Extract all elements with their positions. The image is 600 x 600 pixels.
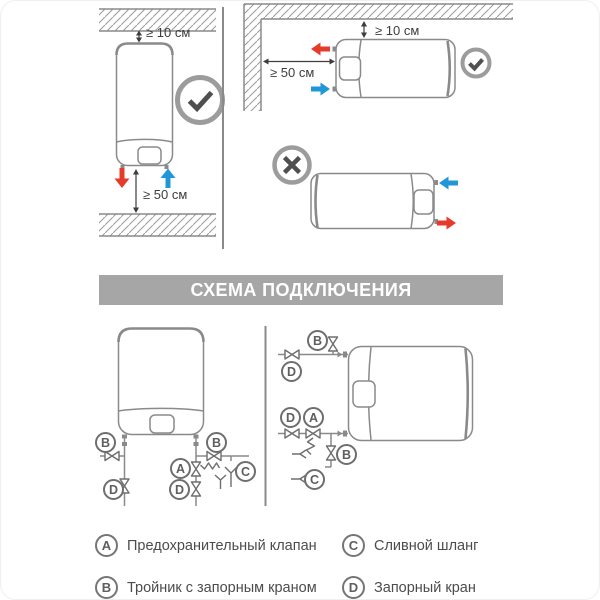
- legend-item-drain-hose: C Сливной шланг: [342, 534, 478, 557]
- water-heater-horizontal-wrong: [310, 172, 438, 230]
- diagram-horizontal-piping: [278, 336, 474, 484]
- cross-icon: [272, 145, 312, 185]
- legend-item-shutoff-valve: D Запорный кран: [342, 576, 476, 599]
- hot-water-arrow-left: [311, 42, 330, 56]
- checkmark-icon: [175, 75, 225, 125]
- callout-d: D: [103, 479, 124, 500]
- callout-d: D: [169, 479, 190, 500]
- callout-d: D: [281, 361, 302, 382]
- legend-label: Запорный кран: [374, 579, 476, 596]
- wall-corner-hatch: [243, 3, 513, 111]
- legend-item-safety-valve: A Предохранительный клапан: [95, 534, 317, 557]
- safety-valve: [190, 461, 227, 489]
- bottom-pipe: [278, 428, 348, 439]
- dimension-arrow-top: [136, 30, 142, 43]
- top-pipe: [278, 336, 348, 360]
- water-heater-horizontal: [332, 38, 456, 99]
- water-heater-vertical-schematic: [117, 327, 205, 439]
- safety-valve-discharge: [292, 437, 316, 459]
- ceiling-hatch: [99, 8, 216, 32]
- water-heater-horizontal-schematic: [347, 345, 474, 442]
- tee-valve-bottom: [325, 433, 337, 468]
- dimension-arrow-side: [263, 58, 335, 65]
- legend-item-tee-valve: B Тройник с запорным краном: [95, 576, 317, 599]
- callout-b: B: [206, 432, 227, 453]
- legend-label: Тройник с запорным краном: [127, 579, 317, 596]
- legend-key-d: D: [342, 576, 365, 599]
- callout-c: C: [304, 469, 325, 490]
- floor-hatch: [99, 213, 216, 237]
- callout-b: B: [336, 444, 357, 465]
- diagram-vertical-piping: [100, 327, 249, 506]
- water-heater-vertical: [115, 42, 174, 169]
- legend-key-c: C: [342, 534, 365, 557]
- hot-water-arrow-down: [114, 168, 130, 188]
- legend-key-b: B: [95, 576, 118, 599]
- cold-water-arrow-up: [160, 168, 176, 188]
- clearance-bottom-label: ≥ 50 см: [143, 187, 188, 202]
- callout-a: A: [303, 407, 324, 428]
- dimension-arrow-bottom: [133, 169, 139, 213]
- callout-b: B: [95, 432, 116, 453]
- hot-water-arrow-right: [437, 216, 456, 230]
- cold-water-arrow-left: [439, 176, 458, 190]
- section-banner: СХЕМА ПОДКЛЮЧЕНИЯ: [99, 275, 503, 305]
- clearance-top-label: ≥ 10 см: [375, 23, 420, 38]
- tee-valve-right: [196, 450, 249, 462]
- shutoff-valve-right: [190, 481, 202, 497]
- dimension-arrow-top: [361, 21, 367, 38]
- legend-label: Сливной шланг: [374, 537, 479, 554]
- callout-b: B: [307, 330, 328, 351]
- legend-key-a: A: [95, 534, 118, 557]
- callout-c: C: [235, 461, 256, 482]
- legend-label: Предохранительный клапан: [127, 537, 317, 554]
- cold-water-arrow-right: [311, 82, 330, 96]
- panel-horizontal-install: [243, 3, 513, 230]
- checkmark-icon: [460, 47, 492, 79]
- clearance-side-label: ≥ 50 см: [270, 65, 315, 80]
- callout-a: A: [170, 458, 191, 479]
- tee-valve-left: [100, 450, 125, 462]
- clearance-top-label: ≥ 10 см: [146, 25, 191, 40]
- panel-vertical-install: [99, 8, 225, 237]
- callout-d: D: [280, 407, 301, 428]
